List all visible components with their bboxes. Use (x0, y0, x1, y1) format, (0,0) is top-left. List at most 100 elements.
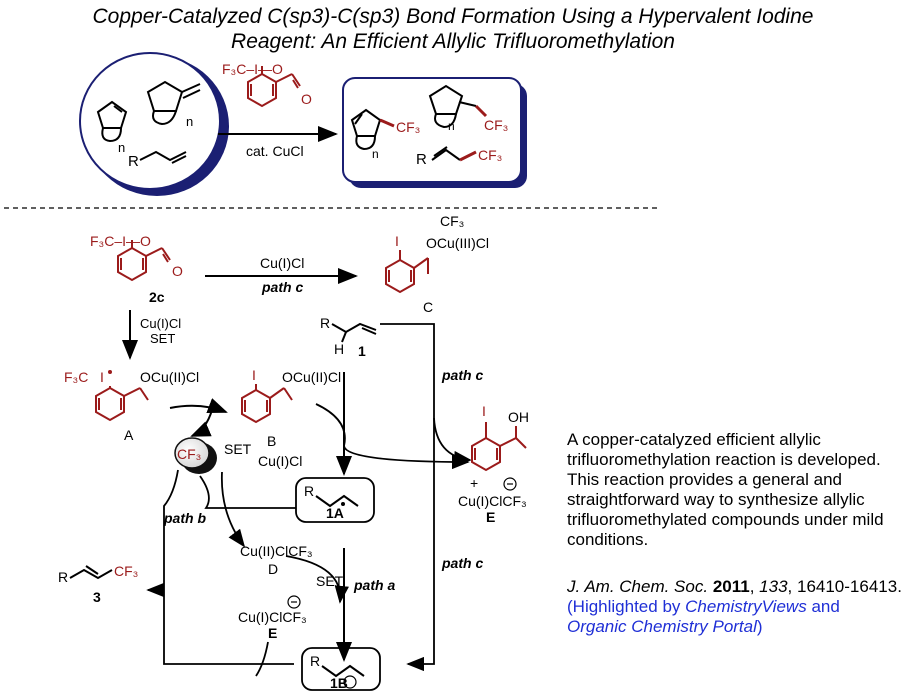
product-r-label: R (416, 151, 427, 168)
reagent-2c-label: F₃C–I—O (90, 233, 151, 249)
label-d: D (268, 561, 278, 577)
plus-sign: + (470, 475, 478, 491)
page-title: Copper-Catalyzed C(sp3)-C(sp3) Bond Form… (0, 4, 906, 54)
citation-pages: 16410-16413. (796, 577, 902, 596)
products-box (342, 77, 522, 183)
organic-chemistry-portal-link[interactable]: Organic Chemistry Portal (567, 617, 757, 636)
chemistryviews-link[interactable]: ChemistryViews (685, 597, 807, 616)
arrow-a-to-cf3 (190, 409, 213, 437)
methylenecyclopentane-structure (146, 80, 201, 126)
allyl-1a-label: 1A (326, 505, 344, 521)
reagent-2c-ring (117, 240, 171, 282)
path-b-curve-2 (199, 475, 296, 509)
radical-a-ring (95, 386, 149, 422)
citation: J. Am. Chem. Soc. 2011, 133, 16410-16413… (567, 577, 902, 636)
substrate-1: 1 (358, 343, 366, 359)
set-a-curve (285, 555, 349, 604)
allyl-1a-chain (315, 494, 359, 508)
substrate-chain (331, 322, 377, 343)
highlight-prefix: (Highlighted by (567, 597, 681, 616)
compound-2c-label: 2c (149, 289, 165, 305)
arrow-e2-curve (255, 641, 269, 677)
intermediate-c-i: I (395, 233, 399, 249)
highlight-close: ) (756, 617, 763, 636)
label-a: A (124, 427, 134, 443)
path-c-label-3: path c (441, 555, 483, 571)
label-e: E (486, 509, 495, 525)
top-scheme: n n R F₃C–I—O O (79, 52, 527, 196)
title-line-2: Reagent: An Efficient Allylic Trifluorom… (231, 30, 675, 53)
summary-text: A copper-catalyzed efficient allylic tri… (567, 430, 884, 549)
product-3-chain (69, 568, 113, 580)
cf3-radical-ball (174, 437, 217, 474)
set-a-label: SET (316, 573, 344, 589)
product-wedge-2 (474, 104, 488, 118)
title-line-1: Copper-Catalyzed C(sp3)-C(sp3) Bond Form… (92, 5, 814, 28)
intermediate-c-cf3: CF₃ (440, 213, 464, 229)
intermediate-c-ocu: OCu(III)Cl (426, 235, 489, 251)
product-cf3-2: CF₃ (484, 117, 508, 133)
e2-charge (287, 595, 301, 609)
substrate-r: R (320, 315, 330, 331)
cyclopentene-structure (96, 100, 128, 143)
cf3-radical-label: CF₃ (177, 446, 201, 462)
cu-i-cl-label-1: Cu(I)Cl (260, 255, 304, 271)
allyl-1b-box (301, 647, 381, 691)
mechanism: F₃C–I—O O 2c Cu(I)Cl path c CF₃ OCu(III)… (58, 213, 529, 691)
product-cf3-1: CF₃ (396, 119, 420, 135)
radical-a-i: I (100, 369, 104, 385)
substrates-circle (79, 52, 221, 190)
togni-oxo-label: O (301, 91, 312, 107)
path-b-curve-1 (163, 469, 294, 665)
radical-a-ocu: OCu(II)Cl (140, 369, 199, 385)
path-c-to-acid (433, 417, 472, 466)
highlight-and: and (811, 597, 840, 616)
arrow-b-to-acid (315, 403, 470, 470)
citation-volume: 133 (759, 577, 788, 596)
path-c-label-2: path c (441, 367, 483, 383)
intermediate-b-ring (241, 384, 293, 424)
radical-a-dot (108, 370, 112, 374)
allyl-chain (139, 150, 187, 164)
ring-n-label-2: n (118, 140, 125, 155)
citation-journal: J. Am. Chem. Soc. (567, 577, 709, 596)
product-wedge-1 (379, 118, 395, 128)
set-label-1: SET (150, 331, 175, 346)
togni-reagent-top: F₃C–I—O O (222, 61, 312, 108)
label-e2: E (268, 625, 277, 641)
substrate-h: H (334, 341, 344, 357)
e-complex: Cu(I)ClCF₃ (458, 493, 527, 509)
allyl-1a-r: R (304, 483, 314, 499)
product-3-cf3: CF₃ (114, 563, 138, 579)
acid-i: I (482, 403, 486, 419)
product-n-label: n (372, 147, 379, 161)
label-c: C (423, 299, 433, 315)
acid-oh: OH (508, 409, 529, 425)
allyl-1a-box (295, 477, 375, 523)
intermediate-b-ocu: OCu(II)Cl (282, 369, 341, 385)
product-cf3-3: CF₃ (478, 147, 502, 163)
acid-ring (471, 422, 527, 472)
label-b: B (267, 433, 276, 449)
arrow-a-to-b (169, 398, 228, 414)
cu-i-cl-label-3: Cu(I)Cl (258, 453, 302, 469)
citation-year: 2011 (712, 577, 750, 596)
arrow-to-d (220, 471, 246, 548)
ring-n-label: n (186, 114, 193, 129)
product-3-label: 3 (93, 589, 101, 605)
allyl-1b-label: 1B (330, 675, 348, 691)
top-condition-label: cat. CuCl (246, 143, 304, 159)
allyl-1b-r: R (310, 653, 320, 669)
cu-i-cl-label-2: Cu(I)Cl (140, 316, 181, 331)
togni-reagent-label: F₃C–I—O (222, 61, 283, 77)
allyl-1b-charge (343, 675, 357, 689)
intermediate-b-i: I (252, 367, 256, 383)
path-b-label: path b (163, 510, 206, 526)
product-wedge-3 (459, 150, 477, 162)
allyl-r-label: R (128, 153, 139, 170)
e-charge (503, 477, 517, 491)
e-complex-2: Cu(I)ClCF₃ (238, 609, 307, 625)
allyl-1b-chain (321, 664, 365, 678)
allyl-1a-dot (341, 502, 345, 506)
